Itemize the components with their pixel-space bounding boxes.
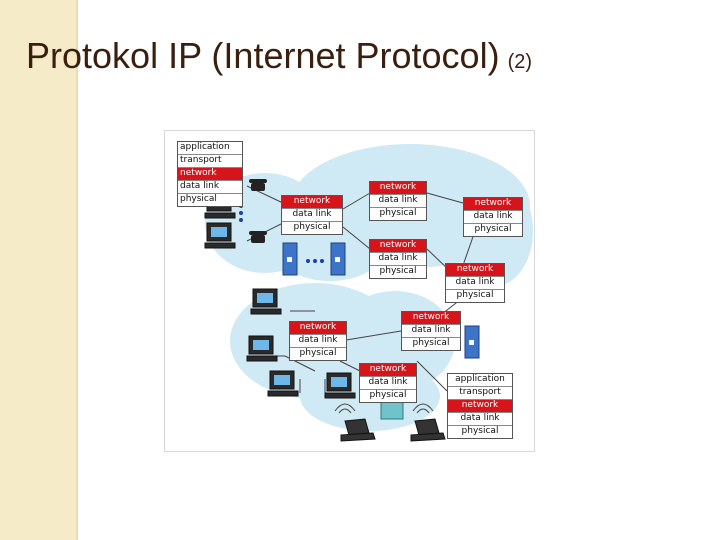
layer-data-link: data link bbox=[282, 209, 342, 222]
layer-data-link: data link bbox=[360, 377, 416, 390]
layer-application: application bbox=[448, 374, 512, 387]
layer-data-link: data link bbox=[448, 413, 512, 426]
network-diagram: application transport network data link … bbox=[164, 130, 535, 452]
layer-data-link: data link bbox=[464, 211, 522, 224]
layer-application: application bbox=[178, 142, 242, 155]
router-stack-6: network data link physical bbox=[401, 311, 461, 351]
layer-physical: physical bbox=[293, 222, 331, 232]
layer-network: network bbox=[360, 364, 416, 377]
layer-physical: physical bbox=[369, 390, 407, 400]
router-stack-2: network data link physical bbox=[369, 181, 427, 221]
telephone-icon bbox=[249, 179, 267, 243]
layer-network: network bbox=[402, 312, 460, 325]
layer-physical: physical bbox=[180, 194, 217, 204]
layer-transport: transport bbox=[448, 387, 512, 400]
modem-links bbox=[239, 204, 324, 263]
layer-network: network bbox=[464, 198, 522, 211]
layer-network: network bbox=[370, 182, 426, 195]
router-stack-7: network data link physical bbox=[289, 321, 347, 361]
layer-data-link: data link bbox=[370, 253, 426, 266]
host-stack-bottom-right: application transport network data link … bbox=[447, 373, 513, 439]
decorative-side-edge bbox=[76, 0, 78, 540]
wireless-icon bbox=[334, 403, 434, 414]
router-stack-8: network data link physical bbox=[359, 363, 417, 403]
slide-title: Protokol IP (Internet Protocol) (2) bbox=[26, 34, 532, 84]
layer-network: network bbox=[446, 264, 504, 277]
layer-data-link: data link bbox=[370, 195, 426, 208]
layer-physical: physical bbox=[456, 290, 494, 300]
router-stack-1: network data link physical bbox=[281, 195, 343, 235]
layer-physical: physical bbox=[412, 338, 450, 348]
layer-physical: physical bbox=[461, 426, 499, 436]
slide-title-main: Protokol IP (Internet Protocol) bbox=[26, 35, 500, 76]
layer-transport: transport bbox=[178, 155, 242, 168]
layer-network: network bbox=[370, 240, 426, 253]
layer-data-link: data link bbox=[178, 181, 242, 194]
layer-data-link: data link bbox=[402, 325, 460, 338]
decorative-side-band bbox=[0, 0, 78, 540]
layer-data-link: data link bbox=[290, 335, 346, 348]
layer-physical: physical bbox=[299, 348, 337, 358]
modem-icon bbox=[282, 242, 480, 359]
layer-network: network bbox=[448, 400, 512, 413]
layer-physical: physical bbox=[379, 266, 417, 276]
layer-network: network bbox=[178, 168, 242, 181]
router-stack-3: network data link physical bbox=[463, 197, 523, 237]
layer-network: network bbox=[290, 322, 346, 335]
slide-title-suffix: (2) bbox=[507, 51, 533, 73]
layer-data-link: data link bbox=[446, 277, 504, 290]
router-stack-4: network data link physical bbox=[369, 239, 427, 279]
router-stack-5: network data link physical bbox=[445, 263, 505, 303]
layer-network: network bbox=[282, 196, 342, 209]
layer-physical: physical bbox=[379, 208, 417, 218]
access-point-icon bbox=[380, 400, 404, 420]
host-stack-top-left: application transport network data link … bbox=[177, 141, 243, 207]
layer-physical: physical bbox=[474, 224, 512, 234]
laptop-icon bbox=[340, 418, 446, 442]
